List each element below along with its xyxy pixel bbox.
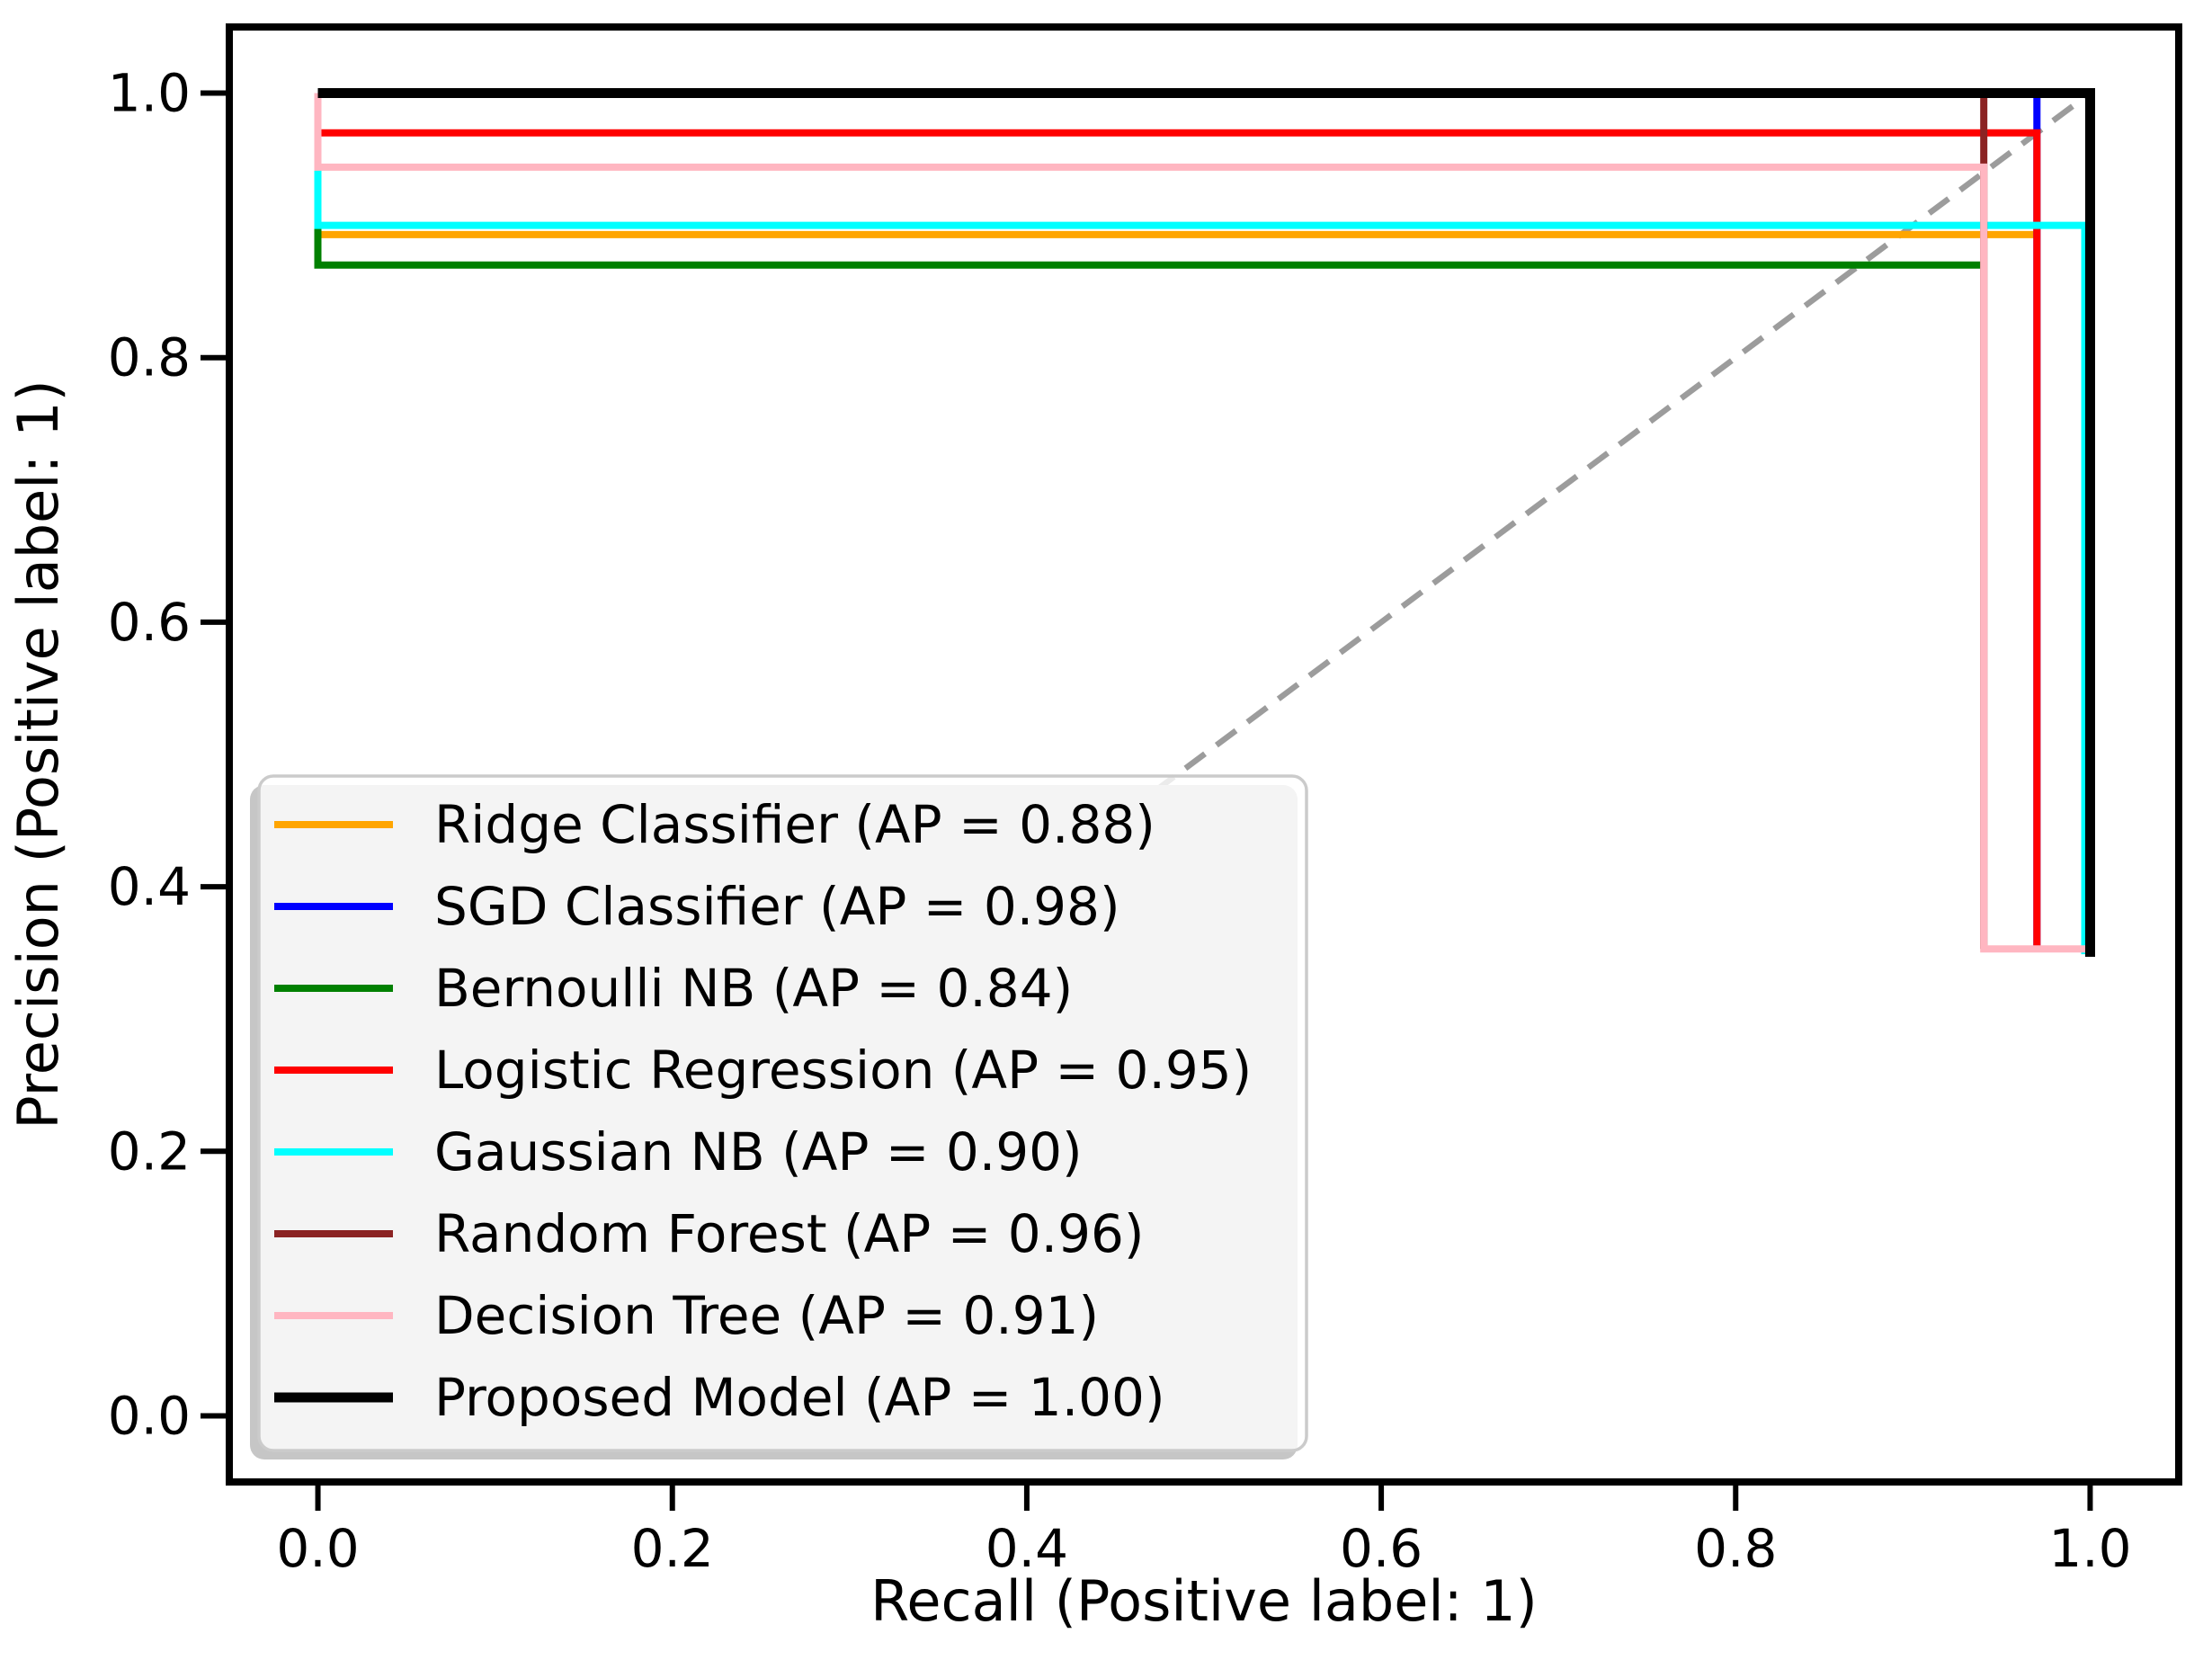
legend-item-ridge-classifier: Ridge Classifier (AP = 0.88) [274, 794, 1155, 855]
legend-label-bernoulli-nb: Bernoulli NB (AP = 0.84) [434, 958, 1073, 1019]
series-line-proposed-model [317, 88, 2095, 957]
axes-layer: 0.0 0.2 0.4 0.6 0.8 1.0 0.0 0.2 0.4 0.6 0.8 1.0 [108, 23, 2182, 1579]
legend-label-proposed-model: Proposed Model (AP = 1.00) [434, 1367, 1165, 1428]
series-line-decision-tree [314, 93, 2091, 953]
x-tick-label-0.6: 0.6 [1340, 1518, 1423, 1579]
legend-item-bernoulli-nb: Bernoulli NB (AP = 0.84) [274, 958, 1073, 1019]
legend-label-sgd-classifier: SGD Classifier (AP = 0.98) [434, 876, 1120, 937]
legend-item-sgd-classifier: SGD Classifier (AP = 0.98) [274, 876, 1120, 937]
legend-label-logistic-regression: Logistic Regression (AP = 0.95) [434, 1040, 1252, 1101]
series-layer [314, 88, 2095, 957]
legend-item-decision-tree: Decision Tree (AP = 0.91) [274, 1285, 1099, 1346]
legend-label-gaussian-nb: Gaussian NB (AP = 0.90) [434, 1121, 1083, 1183]
series-line-bernoulli-nb [314, 93, 1985, 269]
legend-box [257, 774, 1308, 1452]
y-tick-label-1.0: 1.0 [108, 63, 191, 124]
y-tick-label-0.0: 0.0 [108, 1385, 191, 1446]
y-tick-label-0.2: 0.2 [108, 1120, 191, 1182]
legend-item-gaussian-nb: Gaussian NB (AP = 0.90) [274, 1121, 1083, 1183]
legend-label-random-forest: Random Forest (AP = 0.96) [434, 1203, 1145, 1264]
x-tick-label-0.2: 0.2 [631, 1518, 714, 1579]
x-tick-label-1.0: 1.0 [2048, 1518, 2131, 1579]
legend: Ridge Classifier (AP = 0.88) SGD Classifi… [250, 774, 1308, 1459]
y-tick-label-0.8: 0.8 [108, 327, 191, 388]
legend-label-ridge-classifier: Ridge Classifier (AP = 0.88) [434, 794, 1155, 855]
y-axis-label: Precision (Positive label: 1) [5, 379, 71, 1129]
legend-label-decision-tree: Decision Tree (AP = 0.91) [434, 1285, 1099, 1346]
x-axis-label: Recall (Positive label: 1) [870, 1568, 1538, 1634]
x-tick-label-0.0: 0.0 [276, 1518, 359, 1579]
x-tick-label-0.4: 0.4 [986, 1518, 1068, 1579]
x-tick-label-0.8: 0.8 [1694, 1518, 1777, 1579]
legend-item-proposed-model: Proposed Model (AP = 1.00) [274, 1367, 1165, 1428]
plot-border [226, 23, 2182, 1486]
y-tick-label-0.6: 0.6 [108, 592, 191, 653]
legend-item-random-forest: Random Forest (AP = 0.96) [274, 1203, 1145, 1264]
y-tick-label-0.4: 0.4 [108, 856, 191, 917]
legend-item-logistic-regression: Logistic Regression (AP = 0.95) [274, 1040, 1252, 1101]
